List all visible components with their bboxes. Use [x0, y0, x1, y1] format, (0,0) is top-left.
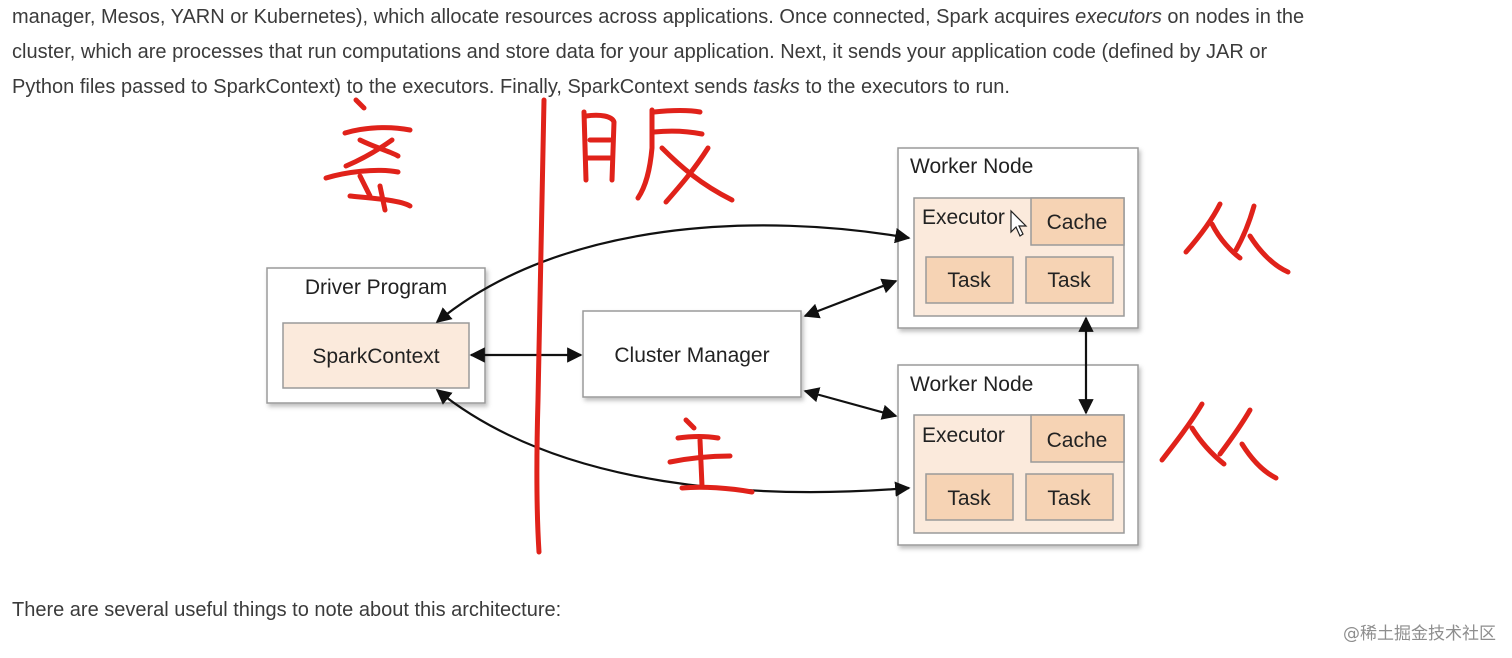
cache-label-2: Cache: [1047, 429, 1108, 452]
handwritten-glyph-master: [667, 417, 755, 495]
task-label-2b: Task: [1047, 487, 1091, 510]
task-label-2a: Task: [947, 487, 991, 510]
cache-box-2: [1030, 414, 1125, 463]
task-label-1b: Task: [1047, 269, 1091, 292]
handwritten-glyph-worker-2: [1159, 401, 1279, 481]
task-box-2b: [1025, 473, 1114, 521]
handwritten-glyph-client: [323, 97, 413, 213]
task-label-1a: Task: [947, 269, 991, 292]
task-box-1b: [1025, 256, 1114, 304]
sparkcontext-box: [282, 322, 470, 389]
mouse-cursor-icon: [1010, 209, 1028, 237]
handwritten-annotations: [323, 97, 1291, 555]
outro-line: There are several useful things to note …: [12, 599, 562, 621]
driver-program-title: Driver Program: [305, 276, 447, 299]
arrow-cluster-worker2: [803, 387, 898, 420]
worker-node-2-title: Worker Node: [910, 373, 1033, 396]
red-divider-line: [534, 97, 547, 555]
worker-node-1: Worker Node Executor Cache Task Task: [897, 147, 1139, 329]
worker-node-1-title: Worker Node: [910, 155, 1033, 178]
executor-label-1: Executor: [922, 206, 1005, 229]
arrow-cluster-worker1: [803, 278, 898, 319]
arrow-driver-worker2: [435, 389, 911, 497]
cluster-manager-label: Cluster Manager: [614, 344, 769, 367]
intro-line-3: Python files passed to SparkContext) to …: [12, 76, 1010, 98]
worker-node-2: Worker Node Executor Cache Task Task: [897, 364, 1139, 546]
intro-line-2: cluster, which are processes that run co…: [12, 41, 1268, 63]
arrow-driver-worker1: [435, 224, 911, 323]
intro-line-1: manager, Mesos, YARN or Kubernetes), whi…: [12, 6, 1305, 28]
watermark: @稀土掘金技术社区: [1343, 624, 1496, 644]
task-box-2a: [925, 473, 1014, 521]
task-box-1a: [925, 256, 1014, 304]
cache-label-1: Cache: [1047, 211, 1108, 234]
sparkcontext-label: SparkContext: [312, 345, 439, 368]
driver-program-node: Driver Program SparkContext: [266, 267, 486, 404]
handwritten-glyph-service: [581, 107, 735, 205]
executor-label-2: Executor: [922, 424, 1005, 447]
cache-box-1: [1030, 197, 1125, 246]
handwritten-glyph-worker-1: [1183, 201, 1291, 275]
cluster-manager-node: Cluster Manager: [582, 310, 802, 398]
